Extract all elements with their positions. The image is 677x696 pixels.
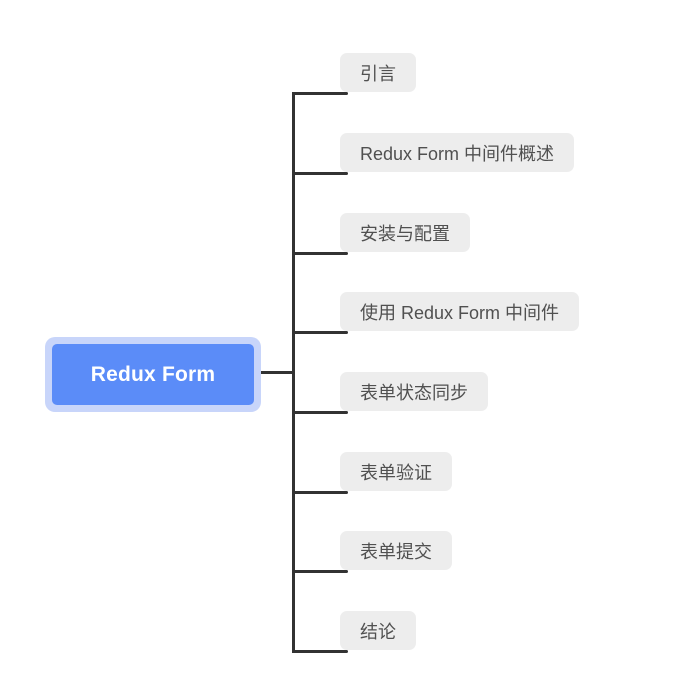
topic-label: 引言 bbox=[360, 63, 396, 84]
root-topic-node[interactable]: Redux Form bbox=[52, 344, 254, 405]
topic-node-introduction[interactable]: 引言 bbox=[340, 53, 416, 92]
connector-branch-2 bbox=[292, 172, 348, 175]
connector-branch-1 bbox=[292, 92, 348, 95]
topic-label: 结论 bbox=[360, 621, 396, 642]
topic-node-using-middleware[interactable]: 使用 Redux Form 中间件 bbox=[340, 292, 580, 331]
connector-branch-3 bbox=[292, 252, 348, 255]
topic-label: 表单状态同步 bbox=[360, 382, 468, 403]
connector-branch-4 bbox=[292, 331, 348, 334]
connector-branch-7 bbox=[292, 570, 348, 573]
topic-node-form-state-sync[interactable]: 表单状态同步 bbox=[340, 372, 488, 411]
connector-branch-6 bbox=[292, 491, 348, 494]
topic-node-form-validation[interactable]: 表单验证 bbox=[340, 452, 452, 491]
topic-node-conclusion[interactable]: 结论 bbox=[340, 611, 416, 650]
topic-label: 表单验证 bbox=[360, 462, 432, 483]
topic-label: 安装与配置 bbox=[360, 223, 450, 244]
topic-label: 使用 Redux Form 中间件 bbox=[360, 302, 560, 323]
topic-node-middleware-overview[interactable]: Redux Form 中间件概述 bbox=[340, 133, 575, 172]
connector-branch-5 bbox=[292, 411, 348, 414]
topic-node-install-config[interactable]: 安装与配置 bbox=[340, 213, 470, 252]
root-topic-label: Redux Form bbox=[90, 362, 216, 386]
connector-trunk bbox=[292, 92, 295, 653]
topic-node-form-submit[interactable]: 表单提交 bbox=[340, 531, 452, 570]
topic-label: 表单提交 bbox=[360, 541, 432, 562]
connector-root-to-trunk bbox=[261, 371, 293, 374]
topic-label: Redux Form 中间件概述 bbox=[360, 143, 555, 164]
root-topic-selection-halo: Redux Form bbox=[45, 337, 261, 412]
connector-branch-8 bbox=[292, 650, 348, 653]
